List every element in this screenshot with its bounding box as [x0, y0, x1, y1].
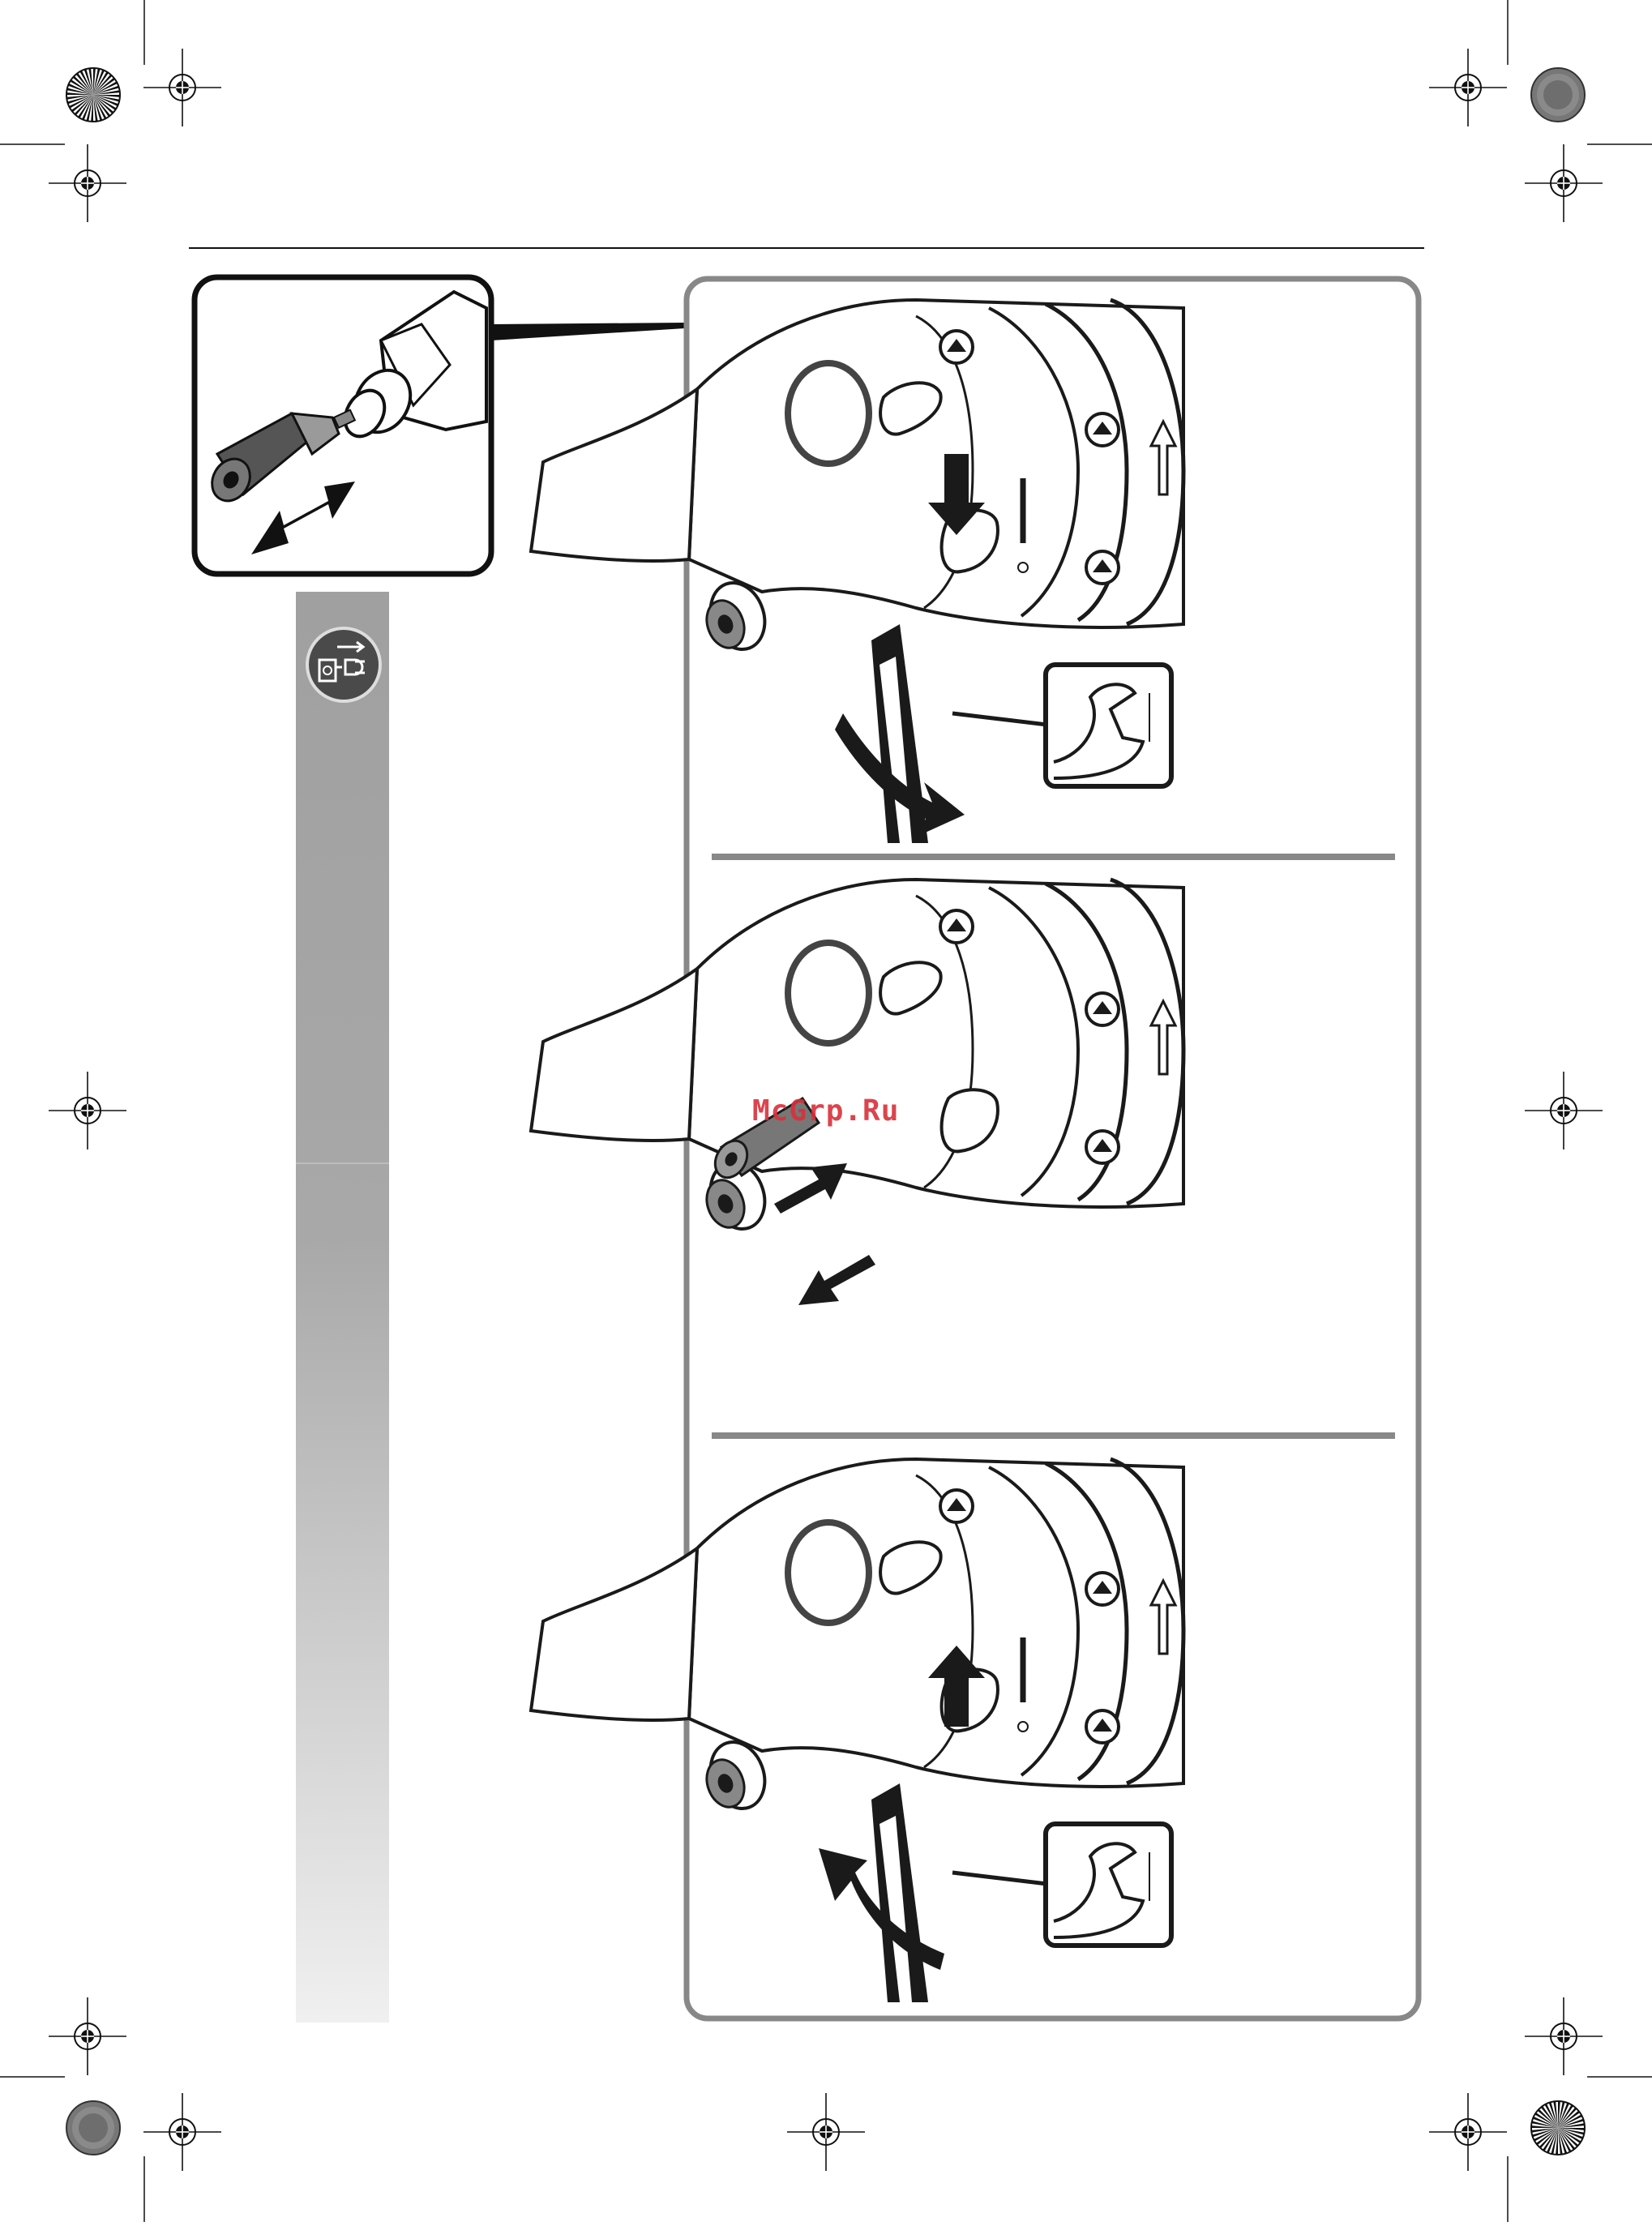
print-color-wheel-icon — [1531, 68, 1585, 122]
crop-registration-mark-icon — [49, 144, 126, 222]
crop-registration-mark-icon — [143, 2093, 221, 2171]
watermark: McGrp.Ru — [752, 1094, 899, 1128]
crop-registration-mark-icon — [49, 1997, 126, 2075]
crop-registration-mark-icon — [1525, 1997, 1603, 2075]
step-loosen — [531, 300, 1183, 843]
print-color-wheel-icon — [1531, 2101, 1585, 2155]
crop-registration-mark-icon — [1429, 2093, 1507, 2171]
step-divider — [712, 1432, 1395, 1439]
crop-registration-mark-icon — [1525, 1072, 1603, 1149]
crop-registration-mark-icon — [143, 49, 221, 126]
unplug-before-work-icon — [307, 628, 380, 701]
step-divider — [712, 854, 1395, 860]
crop-registration-mark-icon — [1525, 144, 1603, 222]
crop-registration-mark-icon — [787, 2093, 865, 2171]
side-gradient-bar — [296, 592, 389, 2023]
print-color-wheel-icon — [66, 2101, 120, 2155]
crop-registration-mark-icon — [49, 1072, 126, 1149]
print-color-wheel-icon — [66, 68, 120, 122]
crop-registration-mark-icon — [1429, 49, 1507, 126]
